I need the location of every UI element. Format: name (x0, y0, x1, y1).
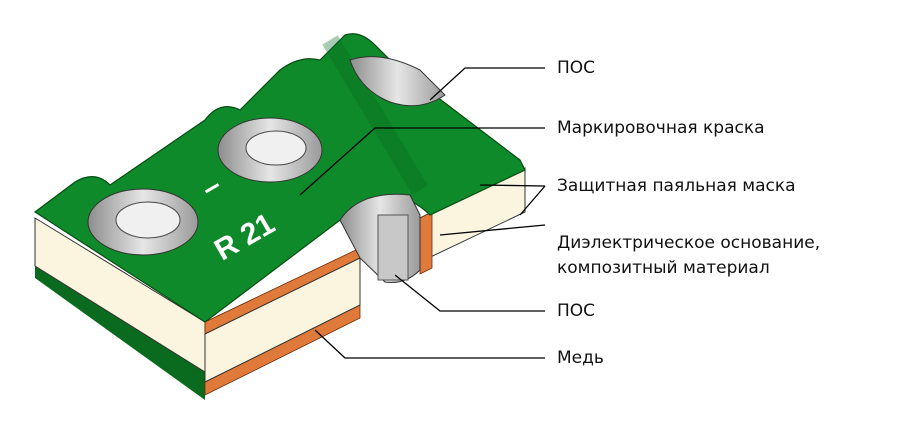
label-pos-bottom: ПОС (557, 301, 596, 321)
label-solder-mask: Защитная паяльная маска (557, 176, 796, 196)
label-dielectric-line2: композитный материал (557, 258, 770, 278)
via-top (349, 56, 446, 107)
dielectric-front-face (204, 257, 361, 383)
pad-middle (217, 117, 323, 183)
label-marking-paint: Маркировочная краска (557, 118, 765, 138)
bottom-mask (35, 262, 205, 400)
label-copper: Медь (557, 348, 604, 368)
via-front (339, 193, 421, 283)
label-pos-top: ПОС (557, 58, 596, 78)
pad-left (87, 188, 199, 256)
label-dielectric-line1: Диэлектрическое основание, (557, 233, 821, 253)
copper-right (419, 211, 433, 275)
leader-lines (299, 67, 546, 359)
